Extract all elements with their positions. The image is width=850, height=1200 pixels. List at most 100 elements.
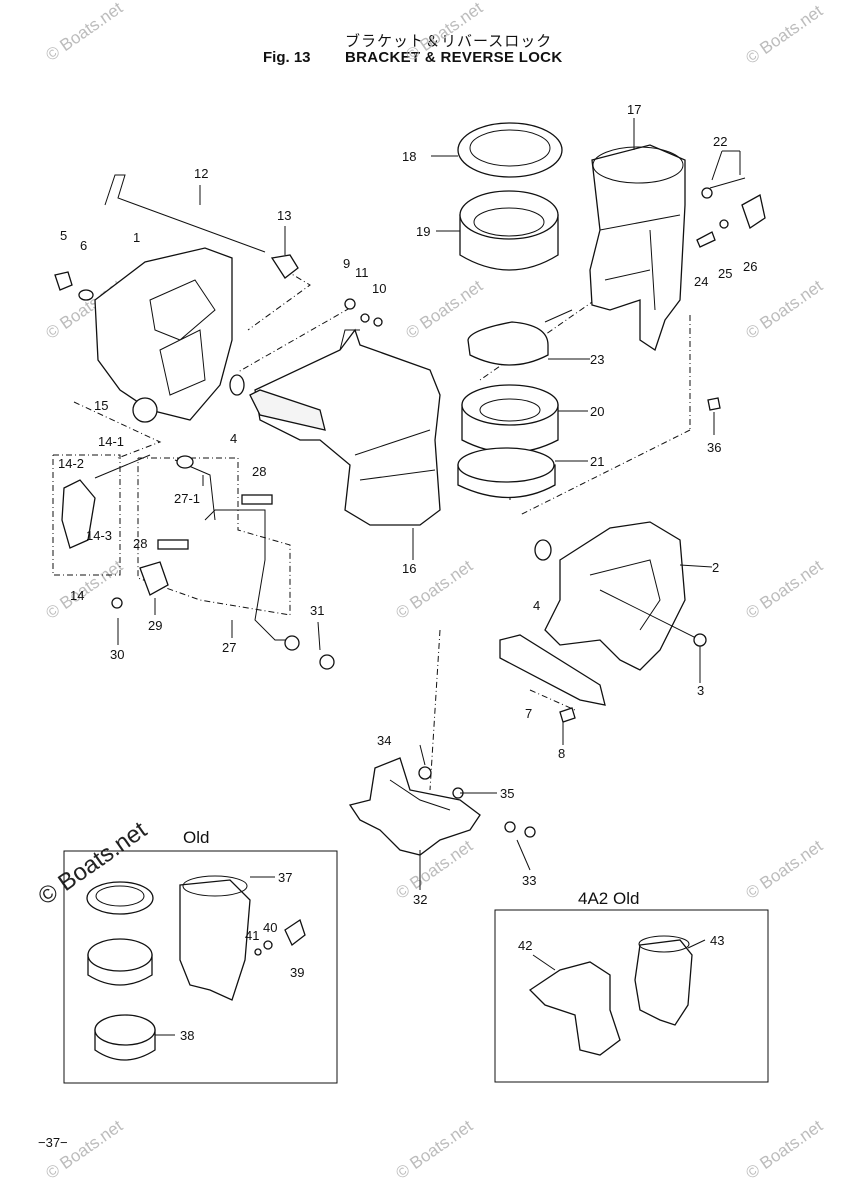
callout-10: 10 <box>372 281 386 296</box>
washer-25 <box>719 219 729 229</box>
callout-13: 13 <box>277 208 291 223</box>
screw-30 <box>111 597 123 609</box>
callout-3: 3 <box>697 683 704 698</box>
old-lever-39 <box>284 918 306 947</box>
lever-knob-27-1 <box>176 455 194 469</box>
callout-29: 29 <box>148 618 162 633</box>
old-ring <box>86 881 154 915</box>
pin-28b <box>157 539 189 550</box>
callout-33: 33 <box>522 873 536 888</box>
latch-14 <box>61 479 96 549</box>
nut-5 <box>54 271 73 291</box>
callout-14-2: 14-2 <box>58 456 84 471</box>
bolt-13 <box>270 254 299 279</box>
tilt-rod-12 <box>104 174 266 253</box>
assembly-line-9 <box>237 307 351 373</box>
callout-27-1: 27-1 <box>174 491 200 506</box>
callout-5: 5 <box>60 228 67 243</box>
callout-15: 15 <box>94 398 108 413</box>
washer-4b <box>534 539 552 561</box>
figure-title: BRACKET & REVERSE LOCK <box>345 49 563 66</box>
screw-8 <box>559 707 576 723</box>
callout-38: 38 <box>180 1028 194 1043</box>
callout-25: 25 <box>718 266 732 281</box>
clamp-screw-15 <box>132 397 158 423</box>
assembly-line-20 <box>519 429 691 516</box>
swivel-pin-tube <box>249 389 326 431</box>
callout-2: 2 <box>712 560 719 575</box>
figure-number: Fig. 13 <box>263 49 311 66</box>
callout-14: 14 <box>70 588 84 603</box>
callout-19: 19 <box>416 224 430 239</box>
callout-14-1: 14-1 <box>98 434 124 449</box>
callout-28b: 28 <box>133 536 147 551</box>
old-swivel-case-43 <box>634 939 693 1026</box>
screw-36 <box>707 397 721 411</box>
callout-8: 8 <box>558 746 565 761</box>
old-swivel-case-37 <box>179 879 251 1001</box>
callout-27: 27 <box>222 640 236 655</box>
callout-24: 24 <box>694 274 708 289</box>
washer-11 <box>360 313 370 323</box>
spring-24 <box>696 231 716 248</box>
bolt-9 <box>344 298 356 310</box>
washer-6 <box>78 289 94 301</box>
callout-42: 42 <box>518 938 532 953</box>
spring-31 <box>284 635 300 651</box>
lever-27 <box>204 509 290 641</box>
callout-17: 17 <box>627 102 641 117</box>
inset-4a2-box <box>494 909 769 1083</box>
callout-36: 36 <box>707 440 721 455</box>
callout-30: 30 <box>110 647 124 662</box>
callout-23: 23 <box>590 352 604 367</box>
callout-39: 39 <box>290 965 304 980</box>
lock-lever-26 <box>741 194 766 230</box>
callout-12: 12 <box>194 166 208 181</box>
bolt-22 <box>709 177 746 189</box>
nut-10 <box>373 317 383 327</box>
spring-14-1 <box>94 454 151 479</box>
callout-20: 20 <box>590 404 604 419</box>
plate-29 <box>139 561 169 596</box>
callout-32: 32 <box>413 892 427 907</box>
page-number: −37− <box>38 1135 68 1150</box>
callout-37: 37 <box>278 870 292 885</box>
old-swivel-bracket-42 <box>528 961 621 1056</box>
washer-4 <box>229 374 245 396</box>
pin-28a <box>241 494 273 505</box>
callout-11: 11 <box>355 265 369 280</box>
callout-40: 40 <box>263 920 277 935</box>
reverse-lock-32 <box>348 757 481 856</box>
swivel-case-17 <box>589 144 686 352</box>
old-washer-41 <box>254 948 262 956</box>
callout-41: 41 <box>245 928 259 943</box>
swivel-bracket-16 <box>254 328 441 526</box>
callout-16: 16 <box>402 561 416 576</box>
callout-4: 4 <box>230 431 237 446</box>
callout-34: 34 <box>377 733 391 748</box>
old-spring-40 <box>263 940 273 950</box>
washer-33 <box>504 821 516 833</box>
assembly-box-14 <box>52 454 121 576</box>
clamp-bracket-left <box>94 247 233 421</box>
plate-7 <box>499 634 606 706</box>
clamp-bracket-right <box>544 521 686 671</box>
assembly-box-27 <box>137 457 291 616</box>
callout-28: 28 <box>252 464 266 479</box>
callout-6: 6 <box>80 238 87 253</box>
japanese-title: ブラケット＆リバースロック <box>345 33 553 50</box>
assembly-line-13 <box>247 269 311 331</box>
leader-lines <box>117 118 741 1036</box>
callout-4b: 4 <box>533 598 540 613</box>
assembly-line-32 <box>429 629 441 791</box>
thrust-ring-18 <box>457 122 563 178</box>
clamp-band-23 <box>467 321 549 366</box>
inset-old-box <box>63 850 338 1084</box>
callout-31: 31 <box>310 603 324 618</box>
callout-7: 7 <box>525 706 532 721</box>
callout-22: 22 <box>713 134 727 149</box>
callout-1: 1 <box>133 230 140 245</box>
callout-18: 18 <box>402 149 416 164</box>
